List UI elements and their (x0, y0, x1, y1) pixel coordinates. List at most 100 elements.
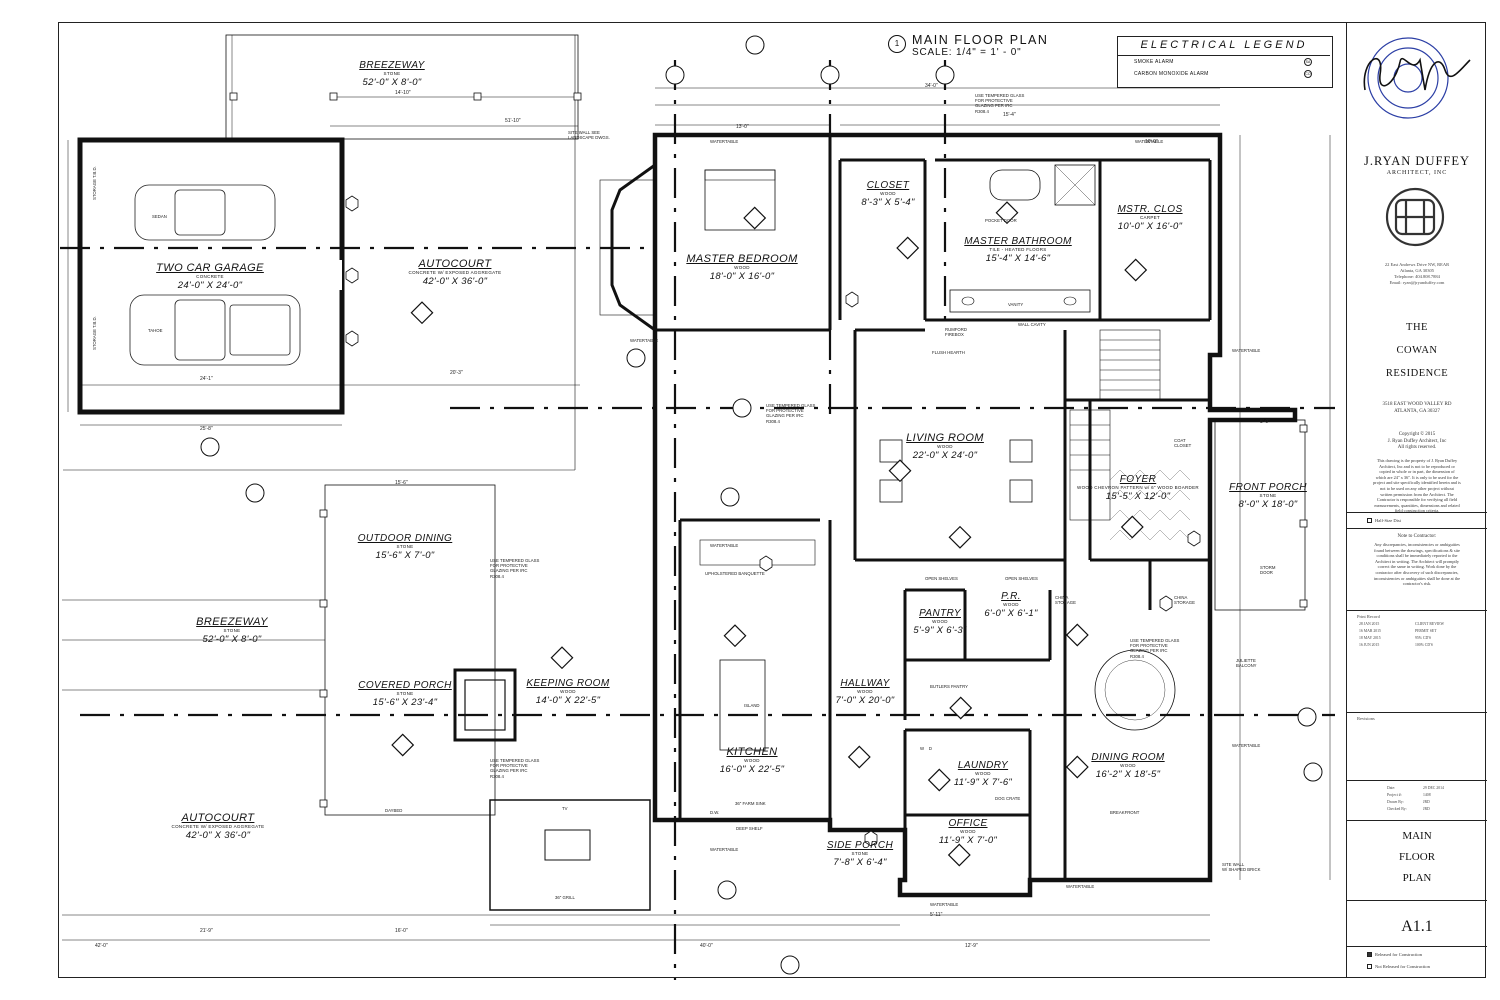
deep-shelf-label: DEEP SHELF (736, 826, 763, 831)
sheet-number: A1.1 (1401, 918, 1433, 935)
checked-row: Checked By:JRD (1387, 807, 1430, 811)
watertable-note: WATERTABLE (710, 847, 739, 852)
flush-hearth-label: FLUSH HEARTH (932, 350, 965, 355)
coat-closet-label: COAT CLOSET (1174, 438, 1192, 449)
project-name-line: THE (1406, 322, 1428, 333)
dimension-label: 8'-0" (1260, 419, 1270, 425)
washer-dryer-label: W D (920, 746, 932, 751)
dimension-label: 15'-4" (1003, 112, 1016, 118)
released-check: Released for Construction (1367, 952, 1422, 958)
dimension-label: 42'-0" (95, 943, 108, 949)
china-storage-label: CHINA STORAGE (1055, 595, 1076, 606)
copyright: Copyright © 2015 J. Ryan Duffey Architec… (1387, 432, 1447, 450)
dog-crate-label: DOG CRATE (995, 796, 1021, 801)
dimension-label: 51'-10" (505, 118, 521, 124)
storm-door-label: STORM DOOR (1260, 565, 1276, 576)
plan-number: 1 (888, 35, 906, 53)
dimension-label: 13'-0" (736, 124, 749, 130)
contractor-note-title: Note to Contractor: (1397, 534, 1437, 539)
dishwasher-label: D.W. (710, 810, 720, 815)
firm-name: J.RYAN DUFFEY (1363, 154, 1471, 168)
sheet-title: MAIN FLOOR PLAN (1398, 830, 1436, 884)
property-notice: This drawing is the property of J. Ryan … (1373, 458, 1461, 514)
watertable-note: WATERTABLE (1232, 348, 1261, 353)
drawn-row: Drawn By:JRD (1387, 800, 1430, 804)
title-block: J.RYAN DUFFEY ARCHITECT, INC 22 East And… (1346, 22, 1487, 978)
rumford-firebox-label: RUMFORD FIREBOX (945, 327, 967, 338)
watertable-note: WATERTABLE (1135, 139, 1164, 144)
legend-item: CARBON MONOXIDE ALARM (1134, 71, 1209, 77)
tempered-glass-note: USE TEMPERED GLASS FOR PROTECTIVE GLAZIN… (766, 403, 816, 424)
dimension-label: 15'-6" (395, 480, 408, 486)
dimension-label: 12'-9" (965, 943, 978, 949)
open-shelves-label: OPEN SHELVES (1005, 576, 1038, 581)
vanity-label: VANITY (1008, 302, 1024, 307)
juliette-balcony-label: JULIETTE BALCONY (1236, 658, 1257, 669)
dimension-label: 34'-0" (925, 83, 938, 89)
legend-title: ELECTRICAL LEGEND (1140, 39, 1308, 51)
watertable-note: WATERTABLE (710, 543, 739, 548)
tempered-glass-note: USE TEMPERED GLASS FOR PROTECTIVE GLAZIN… (490, 558, 540, 579)
dimension-label: 20'-3" (450, 370, 463, 376)
tahoe-label: TAHOE (148, 328, 163, 333)
grill-label: 36" GRILL (555, 895, 575, 900)
dimension-label: 40'-0" (700, 943, 713, 949)
watertable-note: WATERTABLE (710, 139, 739, 144)
banquette-label: UPHOLSTERED BANQUETTE (705, 571, 765, 576)
dimension-label: 24'-1" (200, 376, 213, 382)
covered-porch-outline (324, 484, 496, 816)
project-name-line: RESIDENCE (1385, 368, 1449, 379)
breakfront-label: BREAKFRONT (1110, 810, 1140, 815)
farm-sink-label: 36" FARM SINK (735, 801, 766, 806)
daybed-label: DAYBED (385, 808, 403, 813)
contractor-note-body: Any discrepancies, inconsistencies or am… (1373, 542, 1461, 587)
china-storage-label: CHINA STORAGE (1174, 595, 1195, 606)
tempered-glass-note: USE TEMPERED GLASS FOR PROTECTIVE GLAZIN… (975, 93, 1025, 114)
plan-scale: SCALE: 1/4" = 1' - 0" (912, 47, 1022, 58)
project-row: Project #:1408 (1387, 793, 1431, 797)
electrical-legend: ELECTRICAL LEGEND SMOKE ALARM SA CARBON … (1117, 36, 1333, 88)
smoke-alarm-icon: SA (1304, 58, 1312, 66)
plan-title: MAIN FLOOR PLAN (912, 33, 1049, 47)
half-size-check: Half-Size Dist (1367, 518, 1401, 524)
dining-table (1094, 649, 1176, 731)
print-record-label: Print Record (1357, 614, 1380, 619)
project-address: 3518 EAST WOOD VALLEY RD ATLANTA, GA 303… (1382, 402, 1452, 414)
kitchen-island (719, 659, 766, 751)
firm-subtitle: ARCHITECT, INC (1386, 170, 1448, 176)
co-alarm-icon: CO (1304, 70, 1312, 78)
legend-item: SMOKE ALARM (1134, 59, 1174, 65)
watertable-note: WATERTABLE (630, 338, 659, 343)
sedan-label: SEDAN (152, 214, 167, 219)
dimension-label: 14'-10" (395, 90, 411, 96)
project-name-line: COWAN (1396, 345, 1438, 356)
tempered-glass-note: USE TEMPERED GLASS FOR PROTECTIVE GLAZIN… (490, 758, 540, 779)
wall-cavity-label: WALL CAVITY (1018, 322, 1046, 327)
tv-label: TV (562, 806, 568, 811)
watertable-note: WATERTABLE (1066, 884, 1095, 889)
dimension-label: 5'-11" (930, 912, 943, 918)
firm-address: 22 East Andrews Drive NW, REAR Atlanta, … (1384, 262, 1450, 285)
watertable-note: WATERTABLE (1232, 743, 1261, 748)
not-released-check: Not Released for Construction (1367, 964, 1430, 970)
